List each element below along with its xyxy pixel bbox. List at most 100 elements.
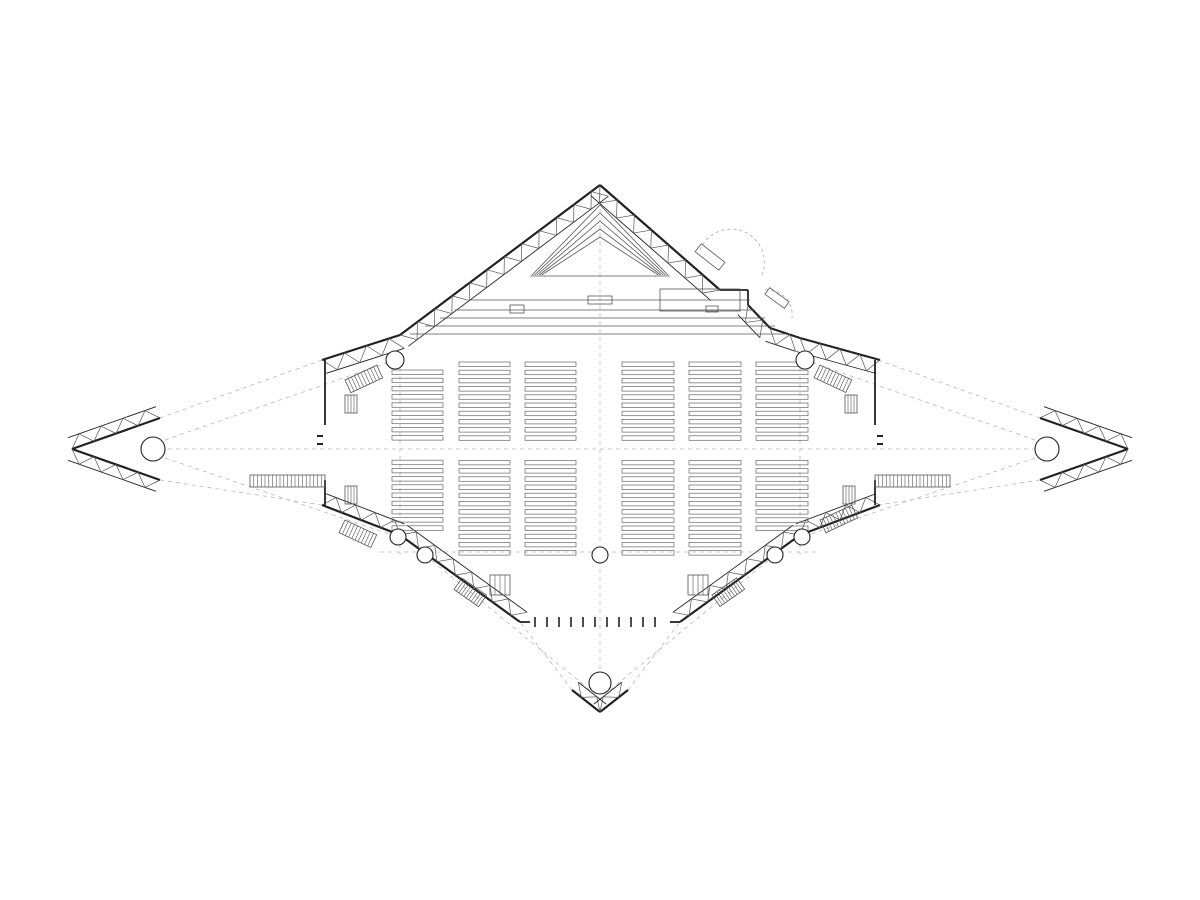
pew bbox=[391, 402, 444, 408]
pew bbox=[621, 484, 675, 490]
truss-web bbox=[399, 191, 609, 341]
pew bbox=[524, 492, 577, 499]
pew bbox=[621, 410, 675, 417]
pew bbox=[391, 377, 444, 384]
stair bbox=[687, 574, 709, 596]
pew bbox=[688, 542, 742, 548]
pew bbox=[524, 533, 577, 540]
column bbox=[140, 436, 166, 462]
pew bbox=[688, 378, 742, 384]
outer-wall bbox=[321, 333, 401, 362]
pew bbox=[458, 509, 511, 515]
pew bbox=[458, 550, 511, 556]
inner-wall bbox=[795, 493, 876, 525]
truss-web bbox=[1039, 410, 1129, 450]
pew bbox=[621, 517, 675, 523]
guide-line bbox=[424, 554, 591, 691]
outer-wall bbox=[399, 184, 601, 336]
pew bbox=[391, 459, 444, 466]
pew bbox=[524, 378, 577, 384]
pew bbox=[524, 419, 577, 425]
stair bbox=[453, 577, 488, 608]
outer-wall bbox=[571, 689, 601, 713]
pew bbox=[524, 435, 577, 441]
chevron-step bbox=[536, 220, 664, 276]
inner-wall bbox=[672, 524, 794, 613]
sacristy-room bbox=[659, 288, 741, 312]
pew bbox=[458, 492, 511, 499]
pew bbox=[524, 517, 577, 523]
outer-wall bbox=[599, 689, 629, 713]
pew bbox=[621, 435, 675, 441]
pew bbox=[621, 550, 675, 556]
pew bbox=[755, 492, 809, 499]
guide-line bbox=[627, 621, 681, 691]
pew bbox=[688, 550, 742, 556]
pew bbox=[755, 410, 809, 417]
pew bbox=[458, 361, 511, 367]
pew bbox=[621, 386, 675, 392]
pew bbox=[524, 484, 577, 490]
door-swing-arc bbox=[699, 228, 765, 276]
pew bbox=[524, 361, 577, 367]
pew bbox=[755, 402, 809, 408]
pew bbox=[458, 386, 511, 392]
pew bbox=[688, 361, 742, 367]
pew bbox=[524, 525, 577, 531]
pew bbox=[755, 419, 809, 425]
stair bbox=[874, 474, 951, 488]
chevron-step bbox=[538, 228, 662, 276]
pew bbox=[755, 509, 809, 515]
column bbox=[588, 671, 612, 695]
pew bbox=[524, 542, 577, 548]
pew bbox=[688, 476, 742, 482]
inner-wall bbox=[67, 406, 157, 439]
truss-web bbox=[71, 448, 161, 488]
pew bbox=[755, 435, 809, 441]
stair bbox=[344, 364, 384, 394]
pew bbox=[621, 402, 675, 408]
pew bbox=[688, 509, 742, 515]
pew bbox=[755, 517, 809, 523]
pew bbox=[458, 525, 511, 531]
pew bbox=[458, 402, 511, 408]
pew bbox=[688, 427, 742, 433]
truss-web bbox=[577, 682, 601, 713]
column bbox=[389, 528, 407, 546]
pew bbox=[458, 476, 511, 482]
pew bbox=[524, 394, 577, 400]
pew bbox=[458, 394, 511, 400]
pew bbox=[524, 509, 577, 515]
pew bbox=[621, 378, 675, 384]
pew bbox=[524, 460, 577, 466]
pew bbox=[391, 492, 444, 498]
truss-web bbox=[799, 337, 881, 372]
pew bbox=[755, 378, 809, 384]
chevron-step bbox=[541, 236, 659, 276]
pew bbox=[524, 427, 577, 433]
pew bbox=[755, 460, 809, 466]
pew bbox=[621, 542, 675, 548]
pew bbox=[458, 427, 511, 433]
pew bbox=[458, 410, 511, 417]
column bbox=[385, 350, 405, 370]
pew bbox=[688, 492, 742, 499]
bracket bbox=[694, 243, 726, 271]
column bbox=[795, 350, 815, 370]
pew bbox=[391, 394, 444, 400]
bracket bbox=[764, 287, 790, 309]
guide-line bbox=[877, 359, 1041, 419]
pew bbox=[688, 410, 742, 417]
stair bbox=[842, 485, 856, 505]
pew bbox=[524, 369, 577, 376]
pew bbox=[688, 484, 742, 490]
pew bbox=[688, 402, 742, 408]
guide-line bbox=[159, 359, 323, 419]
pew bbox=[391, 410, 444, 416]
pew bbox=[458, 468, 511, 474]
columns bbox=[140, 350, 1060, 695]
pew bbox=[688, 533, 742, 540]
pew bbox=[688, 394, 742, 400]
truss-web bbox=[769, 327, 796, 352]
pew bbox=[458, 460, 511, 466]
